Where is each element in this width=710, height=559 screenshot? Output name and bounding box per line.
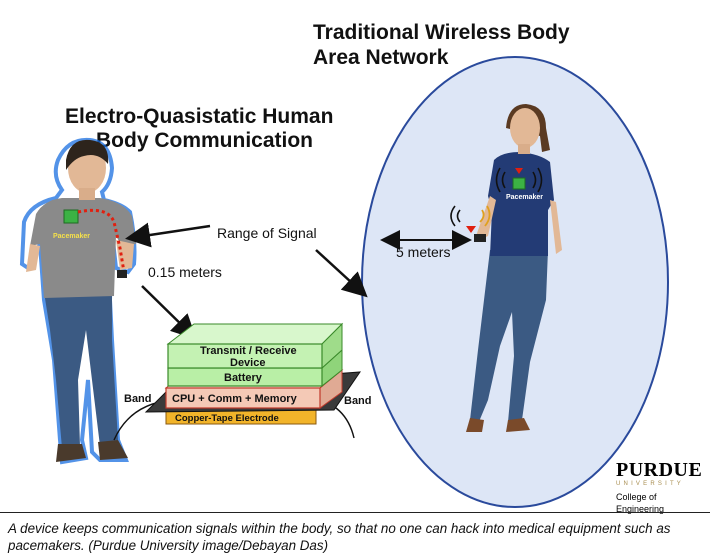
purdue-logo-university: UNIVERSITY xyxy=(616,481,685,487)
female-shirt xyxy=(488,152,554,256)
female-chest-wave-right-icon xyxy=(532,167,543,193)
male-neck xyxy=(79,188,95,200)
male-pacemaker-label: Pacemaker xyxy=(53,233,90,240)
female-head xyxy=(510,108,540,148)
male-shoe-right xyxy=(98,440,128,460)
arrow-to-device xyxy=(141,285,197,340)
female-arm-right xyxy=(550,200,562,254)
male-jeans xyxy=(44,292,118,448)
title-eqs-line2: Body Communication xyxy=(96,129,313,152)
band-left-label: Band xyxy=(124,393,152,405)
body-signal-path xyxy=(77,208,126,273)
male-shirt xyxy=(30,198,136,298)
caption: A device keeps communication signals wit… xyxy=(0,512,710,559)
purdue-logo-college: College of Engineering xyxy=(616,492,665,514)
cpu-layer xyxy=(165,387,321,409)
band-right-label: Band xyxy=(344,395,372,407)
purdue-logo-name: PURDUE xyxy=(616,459,703,481)
male-hair xyxy=(66,139,109,170)
female-wrist-antenna-icon xyxy=(466,226,476,233)
female-wrist-wave-left-icon xyxy=(450,205,461,227)
male-wrist-band xyxy=(117,270,127,278)
female-shoe-right xyxy=(506,418,530,432)
female-pacemaker-icon xyxy=(512,177,526,190)
female-figure: Pacemaker xyxy=(450,104,562,432)
female-wrist-band xyxy=(474,234,486,242)
electrode-label: Copper-Tape Electrode xyxy=(175,413,279,424)
female-jeans xyxy=(470,250,548,424)
transmit-label-line2: Device xyxy=(230,357,265,369)
female-shoe-left xyxy=(466,418,484,432)
caption-text: A device keeps communication signals wit… xyxy=(8,521,671,553)
purdue-logo: PURDUE UNIVERSITY College of Engineering xyxy=(616,459,706,514)
female-neck xyxy=(518,144,530,154)
transmit-label-line1: Transmit / Receive xyxy=(200,345,297,357)
transmit-layer xyxy=(167,343,323,369)
range-of-signal-label: Range of Signal xyxy=(217,225,317,241)
battery-label: Battery xyxy=(224,372,263,384)
transmit-layer-top xyxy=(166,323,344,345)
diagram-canvas: Traditional Wireless Body Area Network E… xyxy=(19,21,669,508)
title-eqs-line1: Electro-Quasistatic Human xyxy=(65,105,333,128)
female-chest-wave-left-icon xyxy=(495,167,506,193)
female-chest-antenna-icon xyxy=(515,168,523,174)
male-figure: Pacemaker xyxy=(19,137,137,465)
male-arm-right xyxy=(116,240,134,270)
female-pacemaker-label: Pacemaker xyxy=(506,194,543,201)
male-pacemaker-icon xyxy=(63,209,79,224)
male-shoe-left xyxy=(56,444,86,462)
female-arm-left xyxy=(476,196,496,240)
female-wrist-wave-right-icon xyxy=(479,205,491,227)
male-arm-left xyxy=(26,244,40,272)
distance-eqs-label: 0.15 meters xyxy=(148,264,222,280)
device-stack: Band Band Copper-Tape Electrode CPU + Co… xyxy=(113,322,372,441)
title-traditional-line2: Area Network xyxy=(313,46,449,69)
range-arrow-to-body xyxy=(125,222,211,248)
cpu-label: CPU + Comm + Memory xyxy=(172,393,298,405)
distance-wireless-label: 5 meters xyxy=(396,244,450,260)
range-arrow-to-ellipse xyxy=(315,249,368,298)
title-traditional-line1: Traditional Wireless Body xyxy=(313,21,570,44)
